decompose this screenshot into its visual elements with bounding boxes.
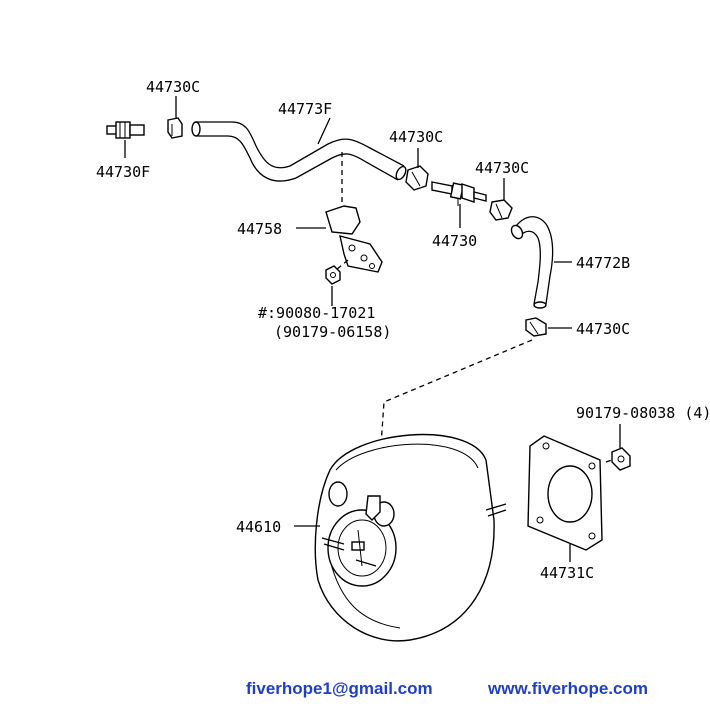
leader-44773f	[317, 117, 331, 145]
dash-bracket-nut	[335, 259, 349, 271]
label-44730f: 44730F	[96, 163, 150, 181]
label-44773f: 44773F	[278, 100, 332, 118]
label-44758: 44758	[237, 220, 282, 238]
nut-90080-17021	[325, 265, 341, 285]
label-44730c-d: 44730C	[576, 320, 630, 338]
brake-booster-44610	[314, 433, 507, 642]
footer-website: www.fiverhope.com	[487, 679, 648, 698]
label-44730c-b: 44730C	[389, 128, 443, 146]
label-44772b: 44772B	[576, 254, 630, 272]
clip-44730c-b	[405, 165, 429, 191]
nut-90179-08038	[611, 447, 631, 471]
label-90179-08038: 90179-08038 (4)	[576, 404, 710, 422]
check-valve-44730	[431, 181, 487, 206]
label-44730c-c: 44730C	[475, 159, 529, 177]
hose-44773f	[191, 121, 407, 182]
fitting-44730f	[106, 121, 145, 139]
clip-44730c-d	[525, 317, 547, 337]
clip-44730c-a	[167, 117, 183, 139]
label-44610: 44610	[236, 518, 281, 536]
label-44731c: 44731C	[540, 564, 594, 582]
bracket-44758	[325, 205, 383, 273]
dash-nut-gasket	[605, 459, 613, 463]
label-90080-17021: #:90080-17021	[258, 304, 375, 322]
label-44730: 44730	[432, 232, 477, 250]
clip-44730c-c	[489, 199, 513, 221]
label-44730c-a: 44730C	[146, 78, 200, 96]
gasket-44731c	[527, 435, 603, 551]
label-90179-06158: (90179-06158)	[274, 323, 391, 341]
footer-email: fiverhope1@gmail.com	[246, 679, 433, 698]
hose-44772b	[510, 216, 554, 309]
